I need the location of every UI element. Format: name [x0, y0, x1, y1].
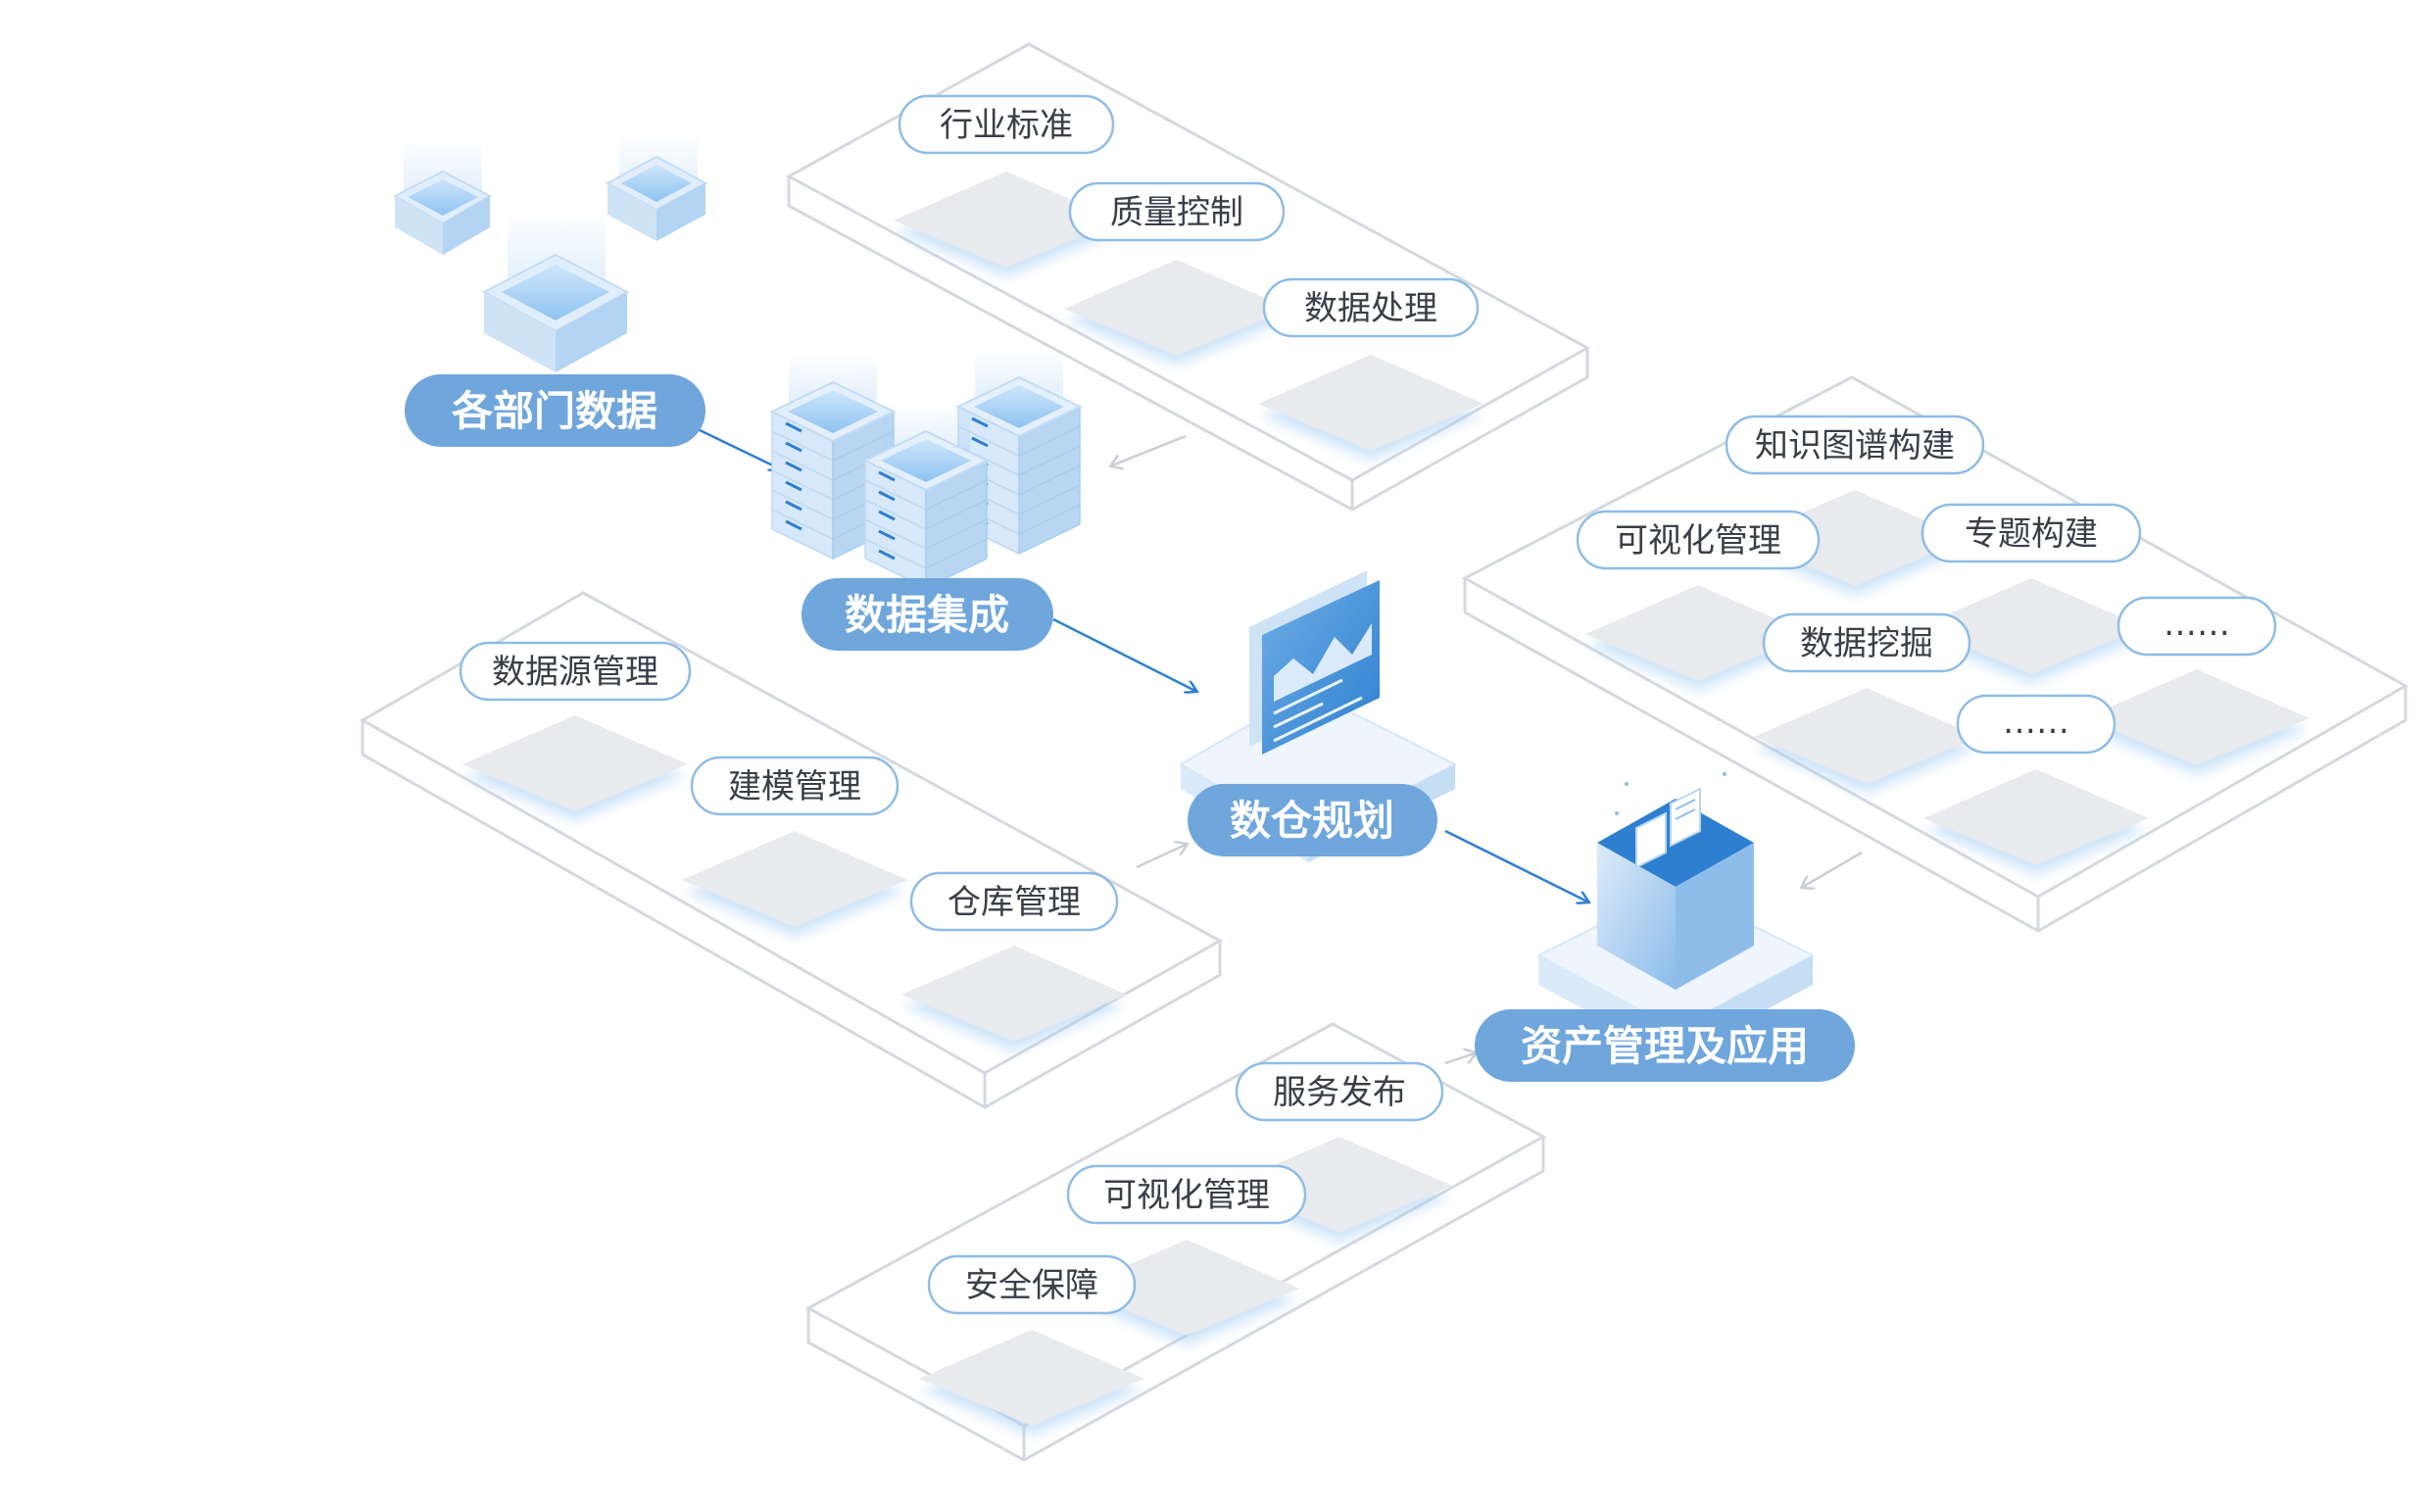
arrow-applications-to-assets	[1803, 851, 1863, 887]
pill-label: 建模管理	[728, 767, 861, 806]
node-integration-label: 数据集成	[845, 591, 1009, 639]
arrow-integration-to-planning	[1052, 617, 1195, 691]
node-planning-label: 数仓规划	[1230, 797, 1394, 845]
pill-label: 行业标准	[940, 106, 1073, 145]
pill-applications-2[interactable]: 专题构建	[1920, 503, 2142, 563]
pill-label: 可视化管理	[1615, 521, 1781, 561]
flow-connectors	[697, 427, 1863, 1065]
arrow-departments-to-integration	[697, 427, 779, 468]
node-departments[interactable]: 各部门数据	[405, 374, 705, 447]
item-tile	[901, 946, 1127, 1051]
pill-standards-2[interactable]: 数据处理	[1262, 277, 1480, 338]
node-assets[interactable]: 资产管理及应用	[1475, 1009, 1855, 1082]
item-pills: 行业标准 质量控制 数据处理 数据源管理 建模管理 仓库管理 知识图谱构建	[459, 94, 2277, 1315]
pill-label: 仓库管理	[948, 883, 1081, 922]
server-stack-icon	[481, 211, 630, 372]
server-stack-icon	[769, 353, 897, 561]
node-departments-label: 各部门数据	[452, 387, 657, 435]
node-planning[interactable]: 数仓规划	[1188, 784, 1437, 856]
item-tile	[1754, 688, 1979, 794]
pill-label: 知识图谱构建	[1755, 426, 1955, 465]
pill-applications-1[interactable]: 可视化管理	[1576, 510, 1821, 570]
department-data-cubes	[392, 132, 708, 372]
pill-modeling-1[interactable]: 建模管理	[690, 756, 899, 816]
pill-label: 质量控制	[1110, 193, 1243, 232]
item-tiles	[462, 171, 2309, 1436]
pill-label: ……	[2164, 605, 2230, 644]
pill-services-2[interactable]: 安全保障	[927, 1254, 1137, 1315]
server-stack-icon	[392, 137, 493, 255]
item-tile	[1258, 355, 1483, 461]
pill-label: 数据处理	[1304, 289, 1437, 328]
pill-standards-0[interactable]: 行业标准	[898, 94, 1115, 155]
arrow-planning-to-assets	[1444, 829, 1587, 902]
pill-label: 数据挖掘	[1800, 624, 1933, 663]
pill-applications-3[interactable]: 数据挖掘	[1762, 612, 1971, 673]
pill-standards-1[interactable]: 质量控制	[1068, 181, 1286, 242]
pill-label: 服务发布	[1273, 1073, 1406, 1112]
integration-servers	[769, 348, 1083, 590]
asset-box-icon	[1535, 772, 1816, 1058]
pill-label: ……	[2003, 703, 2069, 742]
item-tile	[1923, 769, 2149, 875]
item-tile	[1919, 578, 2144, 684]
arrow-services-to-assets	[1444, 1053, 1475, 1065]
item-tile	[894, 171, 1119, 277]
arrow-modeling-to-planning	[1136, 845, 1186, 869]
pill-label: 专题构建	[1965, 514, 2098, 554]
pill-applications-0[interactable]: 知识图谱构建	[1725, 415, 1985, 475]
item-tile	[462, 715, 688, 821]
node-assets-label: 资产管理及应用	[1521, 1022, 1809, 1070]
server-stack-icon	[605, 132, 708, 241]
pill-applications-4[interactable]: ……	[2116, 596, 2277, 657]
pill-label: 可视化管理	[1103, 1176, 1270, 1215]
pill-modeling-2[interactable]: 仓库管理	[909, 871, 1119, 932]
item-tile	[919, 1330, 1144, 1436]
pill-label: 安全保障	[965, 1266, 1098, 1305]
arrow-standards-to-integration	[1112, 434, 1187, 465]
server-stack-icon	[862, 402, 990, 590]
item-tile	[2084, 669, 2309, 775]
item-tile	[1064, 260, 1289, 366]
pill-services-0[interactable]: 服务发布	[1235, 1061, 1444, 1122]
pill-label: 数据源管理	[492, 653, 658, 692]
item-tile	[682, 831, 907, 937]
pill-services-1[interactable]: 可视化管理	[1066, 1164, 1307, 1225]
pill-modeling-0[interactable]: 数据源管理	[459, 641, 692, 702]
pill-applications-5[interactable]: ……	[1956, 694, 2116, 755]
item-tile	[1585, 585, 1811, 691]
node-integration[interactable]: 数据集成	[802, 578, 1053, 651]
